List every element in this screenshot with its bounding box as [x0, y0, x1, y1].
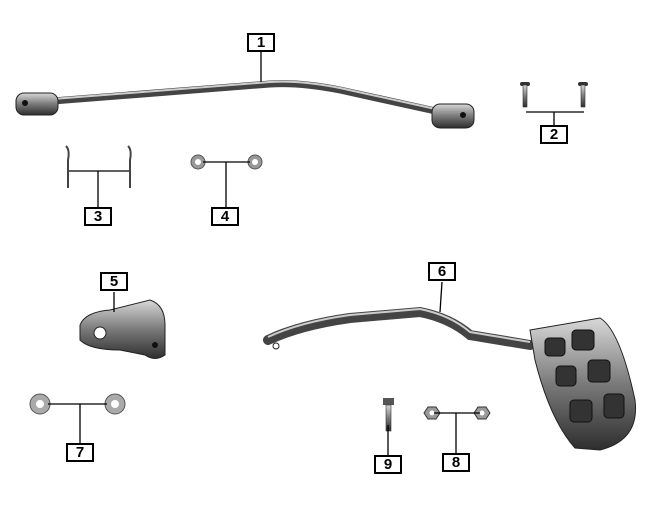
clevis-pin-part [520, 82, 588, 108]
callout-4[interactable]: 4 [211, 207, 239, 226]
cotter-pin-part [65, 145, 132, 188]
callout-3[interactable]: 3 [84, 207, 112, 226]
nut-part [423, 406, 491, 420]
callout-5[interactable]: 5 [100, 272, 128, 291]
washer-part [190, 154, 263, 170]
callout-2[interactable]: 2 [540, 125, 568, 144]
shift-pedal-part [263, 306, 637, 451]
callout-7[interactable]: 7 [66, 443, 94, 462]
bracket-part [79, 299, 166, 359]
callout-6[interactable]: 6 [428, 262, 456, 281]
callout-9[interactable]: 9 [374, 455, 402, 474]
washer-large-part [29, 393, 126, 415]
leader-lines [48, 52, 584, 455]
callout-1[interactable]: 1 [247, 33, 275, 52]
shift-rod-part [15, 80, 475, 129]
callout-8[interactable]: 8 [442, 453, 470, 472]
